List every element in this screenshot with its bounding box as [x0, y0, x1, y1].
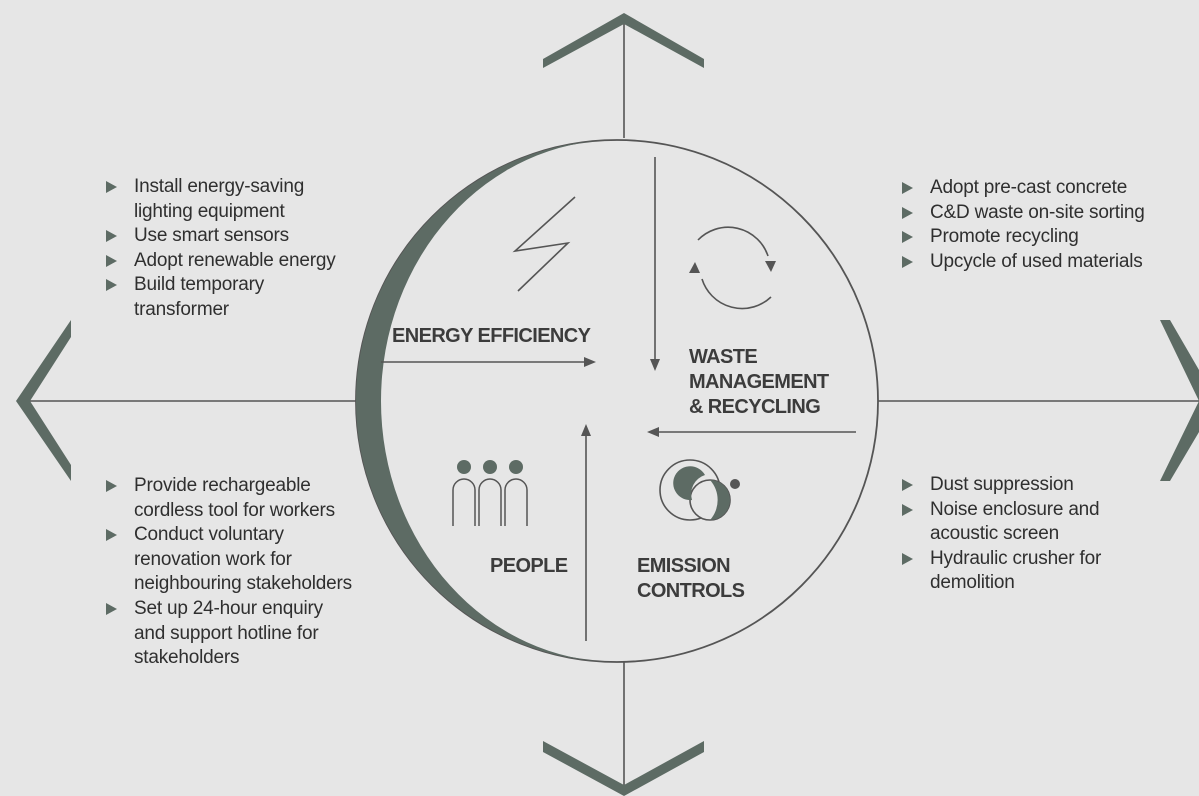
arrow-waste-head: [650, 359, 660, 371]
arrow-people-head: [581, 424, 591, 436]
bullet-icon: [902, 552, 913, 565]
emission-controls-list: Dust suppression Noise enclosure and aco…: [902, 473, 1192, 596]
list-item: Adopt pre-cast concrete: [902, 176, 1192, 201]
list-item: Promote recycling: [902, 225, 1192, 250]
list-item: Conduct voluntary renovation work for ne…: [106, 523, 396, 597]
axes: [22, 22, 1199, 790]
list-item: Install energy-saving lighting equipment: [106, 175, 366, 224]
bullet-icon: [106, 480, 117, 492]
list-item: Build temporary transformer: [106, 273, 366, 322]
emission-circles-icon: [659, 459, 740, 521]
chevron-down-icon: [543, 741, 704, 796]
arrow-emission-head: [647, 427, 659, 437]
chevron-left-icon: [16, 320, 71, 481]
list-item: Hydraulic crusher for demolition: [902, 547, 1192, 596]
bullet-icon: [902, 206, 913, 219]
waste-management-label: WASTE MANAGEMENT & RECYCLING: [689, 346, 829, 418]
list-item: Dust suppression: [902, 473, 1192, 498]
arrow-energy-head: [584, 357, 596, 367]
emission-controls-label: EMISSION CONTROLS: [637, 555, 745, 602]
list-item: Upcycle of used materials: [902, 250, 1192, 275]
bullet-icon: [106, 279, 117, 292]
bullet-icon: [106, 230, 117, 243]
bullet-icon: [106, 181, 117, 193]
lightning-icon: [512, 196, 576, 292]
list-item: C&D waste on-site sorting: [902, 201, 1192, 226]
chevrons: [16, 13, 1199, 796]
energy-efficiency-list: Install energy-saving lighting equipment…: [106, 175, 366, 323]
bullet-icon: [106, 529, 117, 542]
chevron-right-icon: [1160, 320, 1199, 481]
bullet-icon: [902, 255, 913, 268]
chevron-up-icon: [543, 13, 704, 68]
bullet-icon: [106, 254, 117, 267]
waste-management-list: Adopt pre-cast concrete C&D waste on-sit…: [902, 176, 1192, 274]
people-label: PEOPLE: [490, 555, 568, 577]
bullet-icon: [902, 182, 913, 194]
list-item: Adopt renewable energy: [106, 249, 366, 274]
list-item: Noise enclosure and acoustic screen: [902, 498, 1192, 547]
inner-arrows: [381, 157, 856, 641]
people-list: Provide rechargeable cordless tool for w…: [106, 474, 396, 671]
bullet-icon: [902, 479, 913, 491]
bullet-icon: [902, 231, 913, 244]
people-icon: [452, 460, 528, 526]
energy-efficiency-label: ENERGY EFFICIENCY: [392, 325, 591, 347]
recycle-icon: [689, 226, 776, 310]
bullet-icon: [106, 602, 117, 615]
list-item: Set up 24-hour enquiry and support hotli…: [106, 597, 396, 671]
bullet-icon: [902, 503, 913, 516]
list-item: Use smart sensors: [106, 224, 366, 249]
list-item: Provide rechargeable cordless tool for w…: [106, 474, 396, 523]
